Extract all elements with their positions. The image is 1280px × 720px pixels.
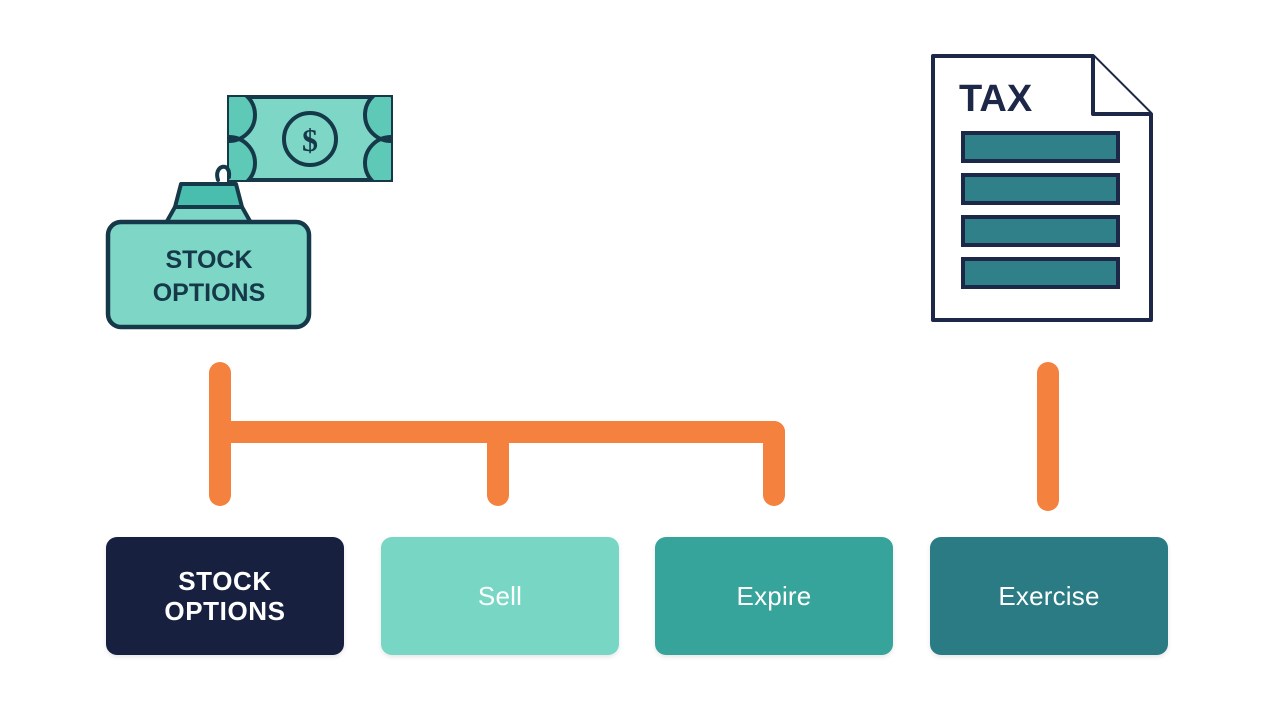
document-fold-corner [1091, 56, 1151, 116]
bag-body [105, 219, 312, 330]
box-expire-label: Expire [736, 580, 812, 611]
box-stock-options-label: STOCK OPTIONS [154, 566, 295, 626]
document-line-2 [961, 173, 1120, 205]
box-sell-label: Sell [477, 580, 523, 611]
money-bag-icon: $ STOCK OPTIONS [105, 85, 405, 330]
label-box-row: STOCK OPTIONS Sell Expire Exercise [0, 537, 1280, 657]
document-line-4 [961, 257, 1120, 289]
dollar-symbol: $ [302, 122, 318, 158]
document-line-3 [961, 215, 1120, 247]
box-stock-options-line2: OPTIONS [164, 596, 286, 626]
banknote-icon: $ [227, 95, 393, 182]
bag-label-line1: STOCK [165, 246, 252, 274]
document-line-1 [961, 131, 1120, 163]
box-expire[interactable]: Expire [655, 537, 893, 655]
bag-neck-top [173, 182, 244, 209]
box-exercise-label: Exercise [998, 580, 1100, 611]
bag-label-line2: OPTIONS [153, 279, 266, 307]
document-lines [961, 131, 1120, 289]
box-stock-options-line1: STOCK [178, 565, 272, 596]
box-stock-options[interactable]: STOCK OPTIONS [106, 537, 344, 655]
tax-heading: TAX [959, 78, 1033, 120]
box-exercise[interactable]: Exercise [930, 537, 1168, 655]
box-sell[interactable]: Sell [381, 537, 619, 655]
tax-document-icon: TAX [925, 48, 1165, 328]
bag-tie-loop [215, 164, 232, 182]
left-branch-connector [209, 362, 785, 506]
